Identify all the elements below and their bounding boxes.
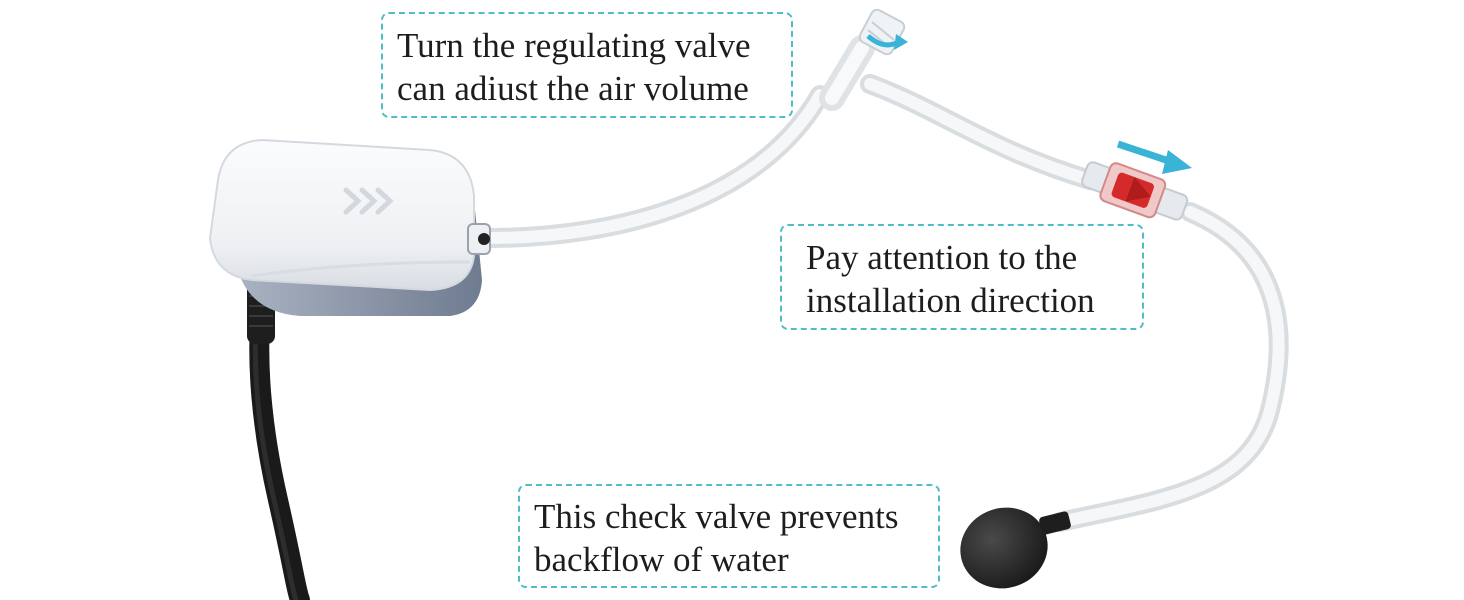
air-stone <box>960 507 1071 589</box>
check-valve <box>1081 161 1189 221</box>
callout-check-valve-line-2: backflow of water <box>534 540 789 579</box>
callout-installation-direction-line-2: installation direction <box>806 281 1095 320</box>
callout-installation-direction: Pay attention to the installation direct… <box>780 224 1144 330</box>
callout-regulating-valve: Turn the regulating valve can adiust the… <box>381 12 793 118</box>
air-tube-upper <box>478 85 830 248</box>
air-tube-lower <box>860 74 1289 532</box>
rotate-arrowhead-icon <box>894 34 908 50</box>
callout-check-valve-line-1: This check valve prevents <box>534 497 899 536</box>
callout-check-valve: This check valve prevents backflow of wa… <box>518 484 940 588</box>
flow-direction-arrowhead-icon <box>1162 150 1192 174</box>
callout-regulating-valve-line-1: Turn the regulating valve <box>397 26 751 65</box>
callout-regulating-valve-line-2: can adiust the air volume <box>397 69 749 108</box>
callout-installation-direction-line-1: Pay attention to the <box>806 238 1078 277</box>
air-pump <box>208 138 491 316</box>
chevron-icon <box>343 187 394 215</box>
flow-direction-arrow-icon <box>1116 140 1174 166</box>
power-cable <box>247 282 310 600</box>
